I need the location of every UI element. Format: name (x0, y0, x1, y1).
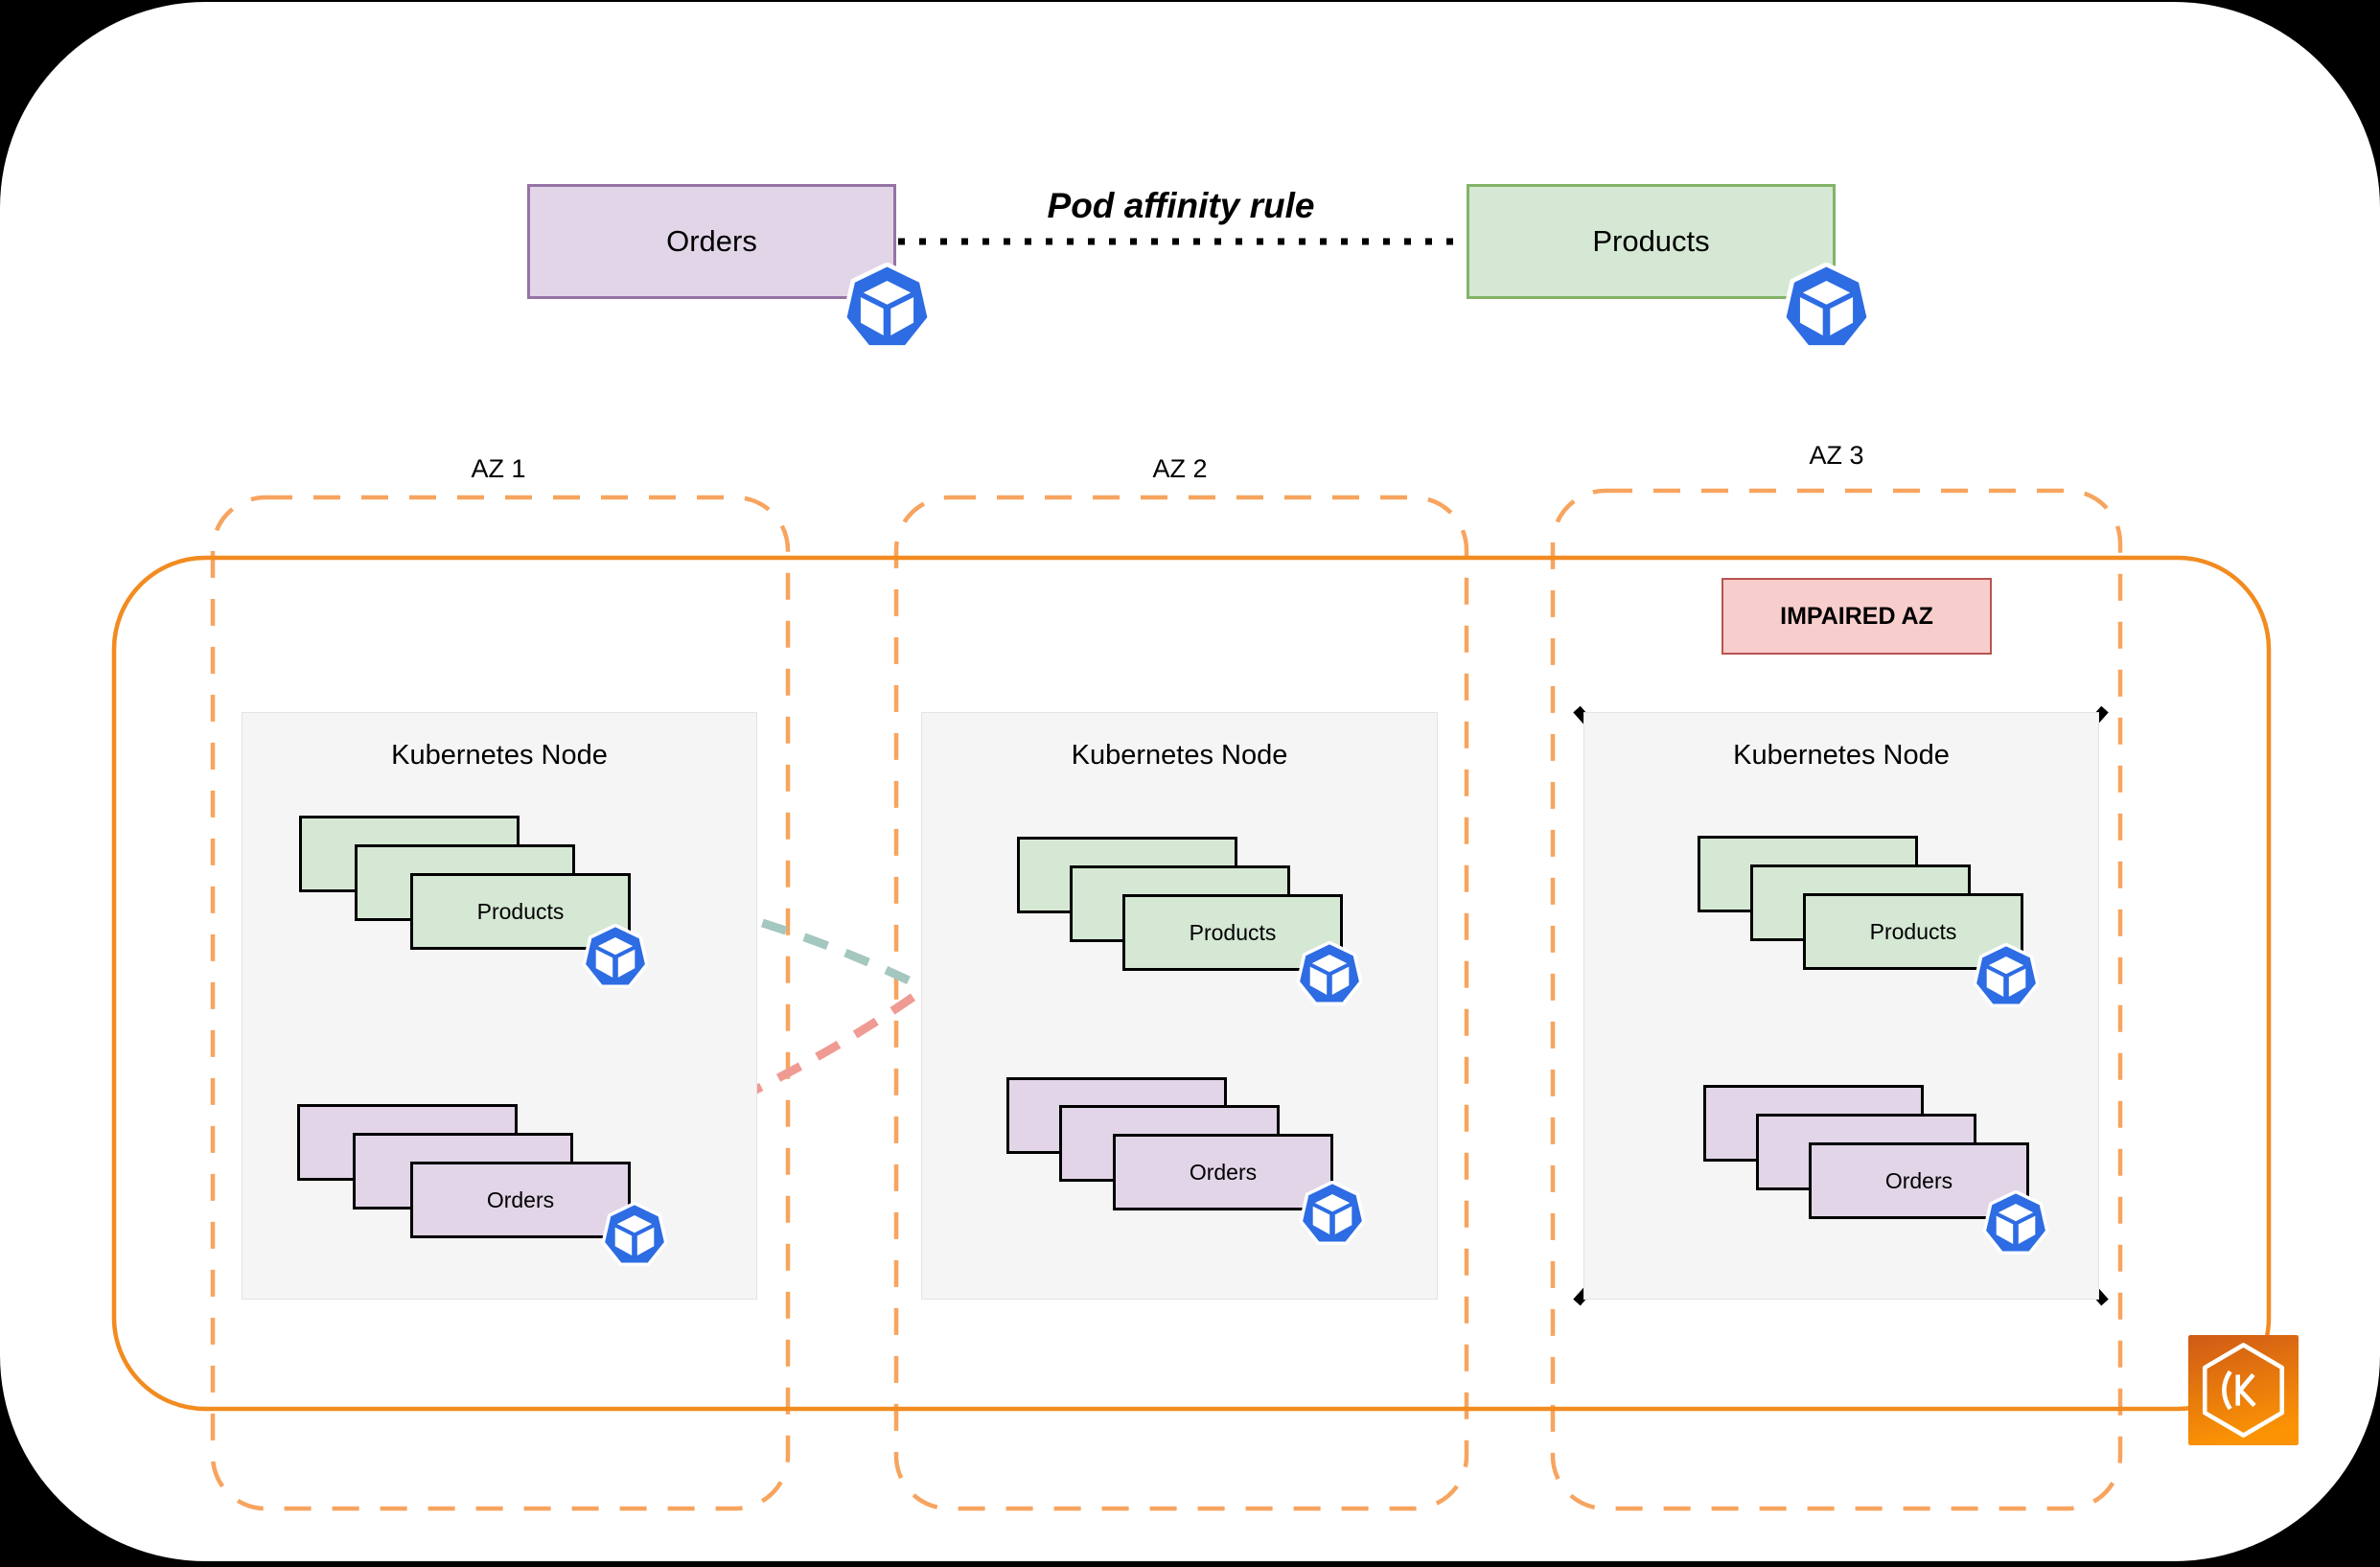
az1-node-title: Kubernetes Node (391, 739, 608, 771)
pod-label: Products (476, 898, 565, 924)
orders-deployment-label: Orders (666, 224, 757, 258)
products-deployment-label: Products (1592, 224, 1710, 258)
kubernetes-pod-icon (1299, 1181, 1366, 1248)
az2-orders-pod-front: Orders (1113, 1134, 1333, 1210)
impaired-az-badge: IMPAIRED AZ (1721, 578, 1992, 655)
pod-label: Products (1869, 918, 1957, 944)
pod-label: Orders (1884, 1167, 1953, 1193)
kubernetes-pod-icon (582, 924, 649, 991)
kubernetes-pod-icon (1781, 263, 1872, 354)
products-deployment-box: Products (1467, 184, 1836, 299)
az3-products-pod-front: Products (1803, 893, 2023, 970)
pod-label: Products (1189, 919, 1277, 945)
amazon-eks-icon (2188, 1334, 2299, 1446)
az3-label: AZ 3 (1809, 440, 1864, 470)
kubernetes-pod-icon (1296, 941, 1363, 1008)
kubernetes-pod-icon (1982, 1190, 2049, 1257)
az2-label: AZ 2 (1152, 453, 1208, 483)
az3-node-title: Kubernetes Node (1733, 739, 1950, 771)
pod-label: Orders (1189, 1159, 1258, 1185)
az1-orders-pod-front: Orders (410, 1162, 631, 1238)
pod-label: Orders (486, 1187, 555, 1212)
az2-products-pod-front: Products (1122, 894, 1343, 971)
az2-node-title: Kubernetes Node (1071, 739, 1288, 771)
orders-deployment-box: Orders (527, 184, 896, 299)
kubernetes-pod-icon (842, 263, 933, 354)
kubernetes-pod-icon (1973, 943, 2040, 1010)
kubernetes-pod-icon (601, 1202, 668, 1269)
affinity-rule-label: Pod affinity rule (1047, 186, 1315, 225)
az1-label: AZ 1 (471, 453, 526, 483)
